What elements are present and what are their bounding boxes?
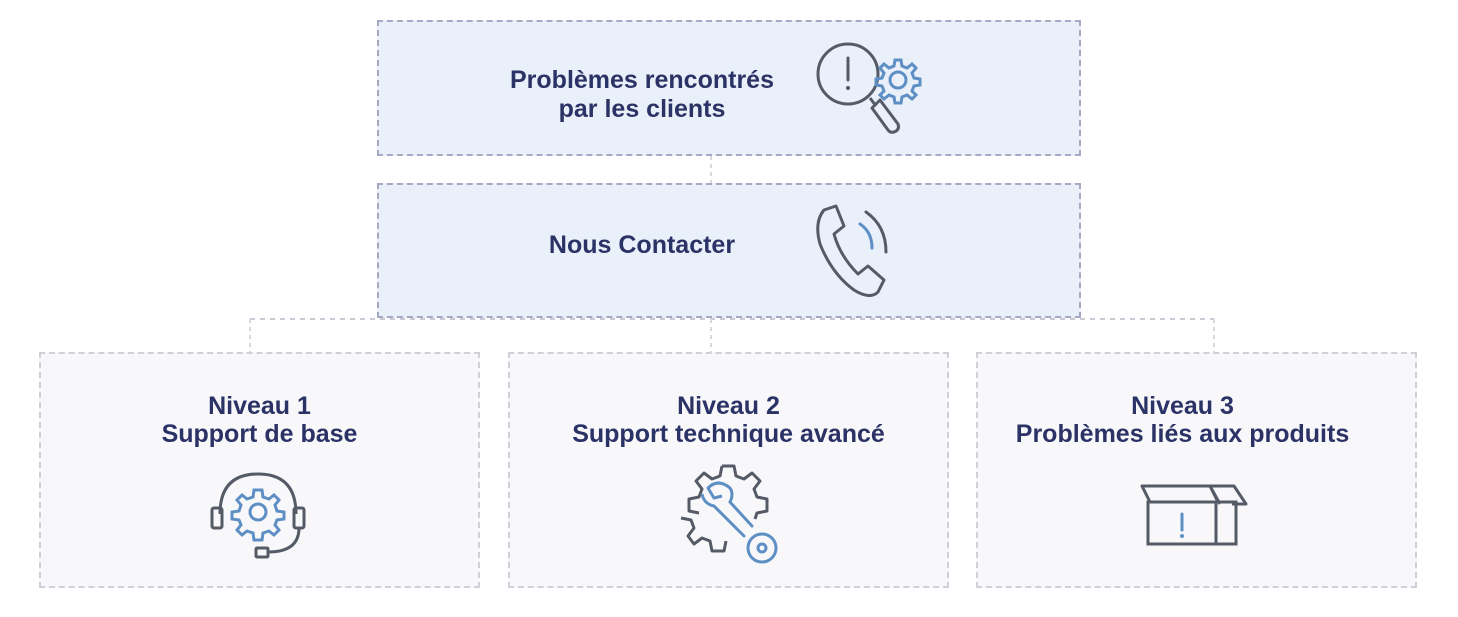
level-2-subtitle: Support technique avancé <box>572 420 885 448</box>
level-1-subtitle: Support de base <box>161 420 358 448</box>
customer-issues-title-line2: par les clients <box>558 95 726 123</box>
customer-issues-box <box>377 20 1081 156</box>
level-3-subtitle: Problèmes liés aux produits <box>1015 420 1350 448</box>
level-3-title: Niveau 3 <box>1131 392 1234 420</box>
level-2-title: Niveau 2 <box>677 392 780 420</box>
level-1-title: Niveau 1 <box>208 392 311 420</box>
level-2-box <box>508 352 949 588</box>
contact-us-box <box>377 183 1081 318</box>
search-alert-gear-icon <box>816 42 922 134</box>
phone-icon <box>816 204 888 297</box>
customer-issues-title-line1: Problèmes rencontrés <box>510 66 774 94</box>
headset-gear-icon <box>210 472 306 559</box>
box-alert-icon <box>1140 484 1248 546</box>
level-3-box <box>976 352 1417 588</box>
contact-us-label: Nous Contacter <box>548 231 736 259</box>
wrench-gear-icon <box>680 464 778 564</box>
